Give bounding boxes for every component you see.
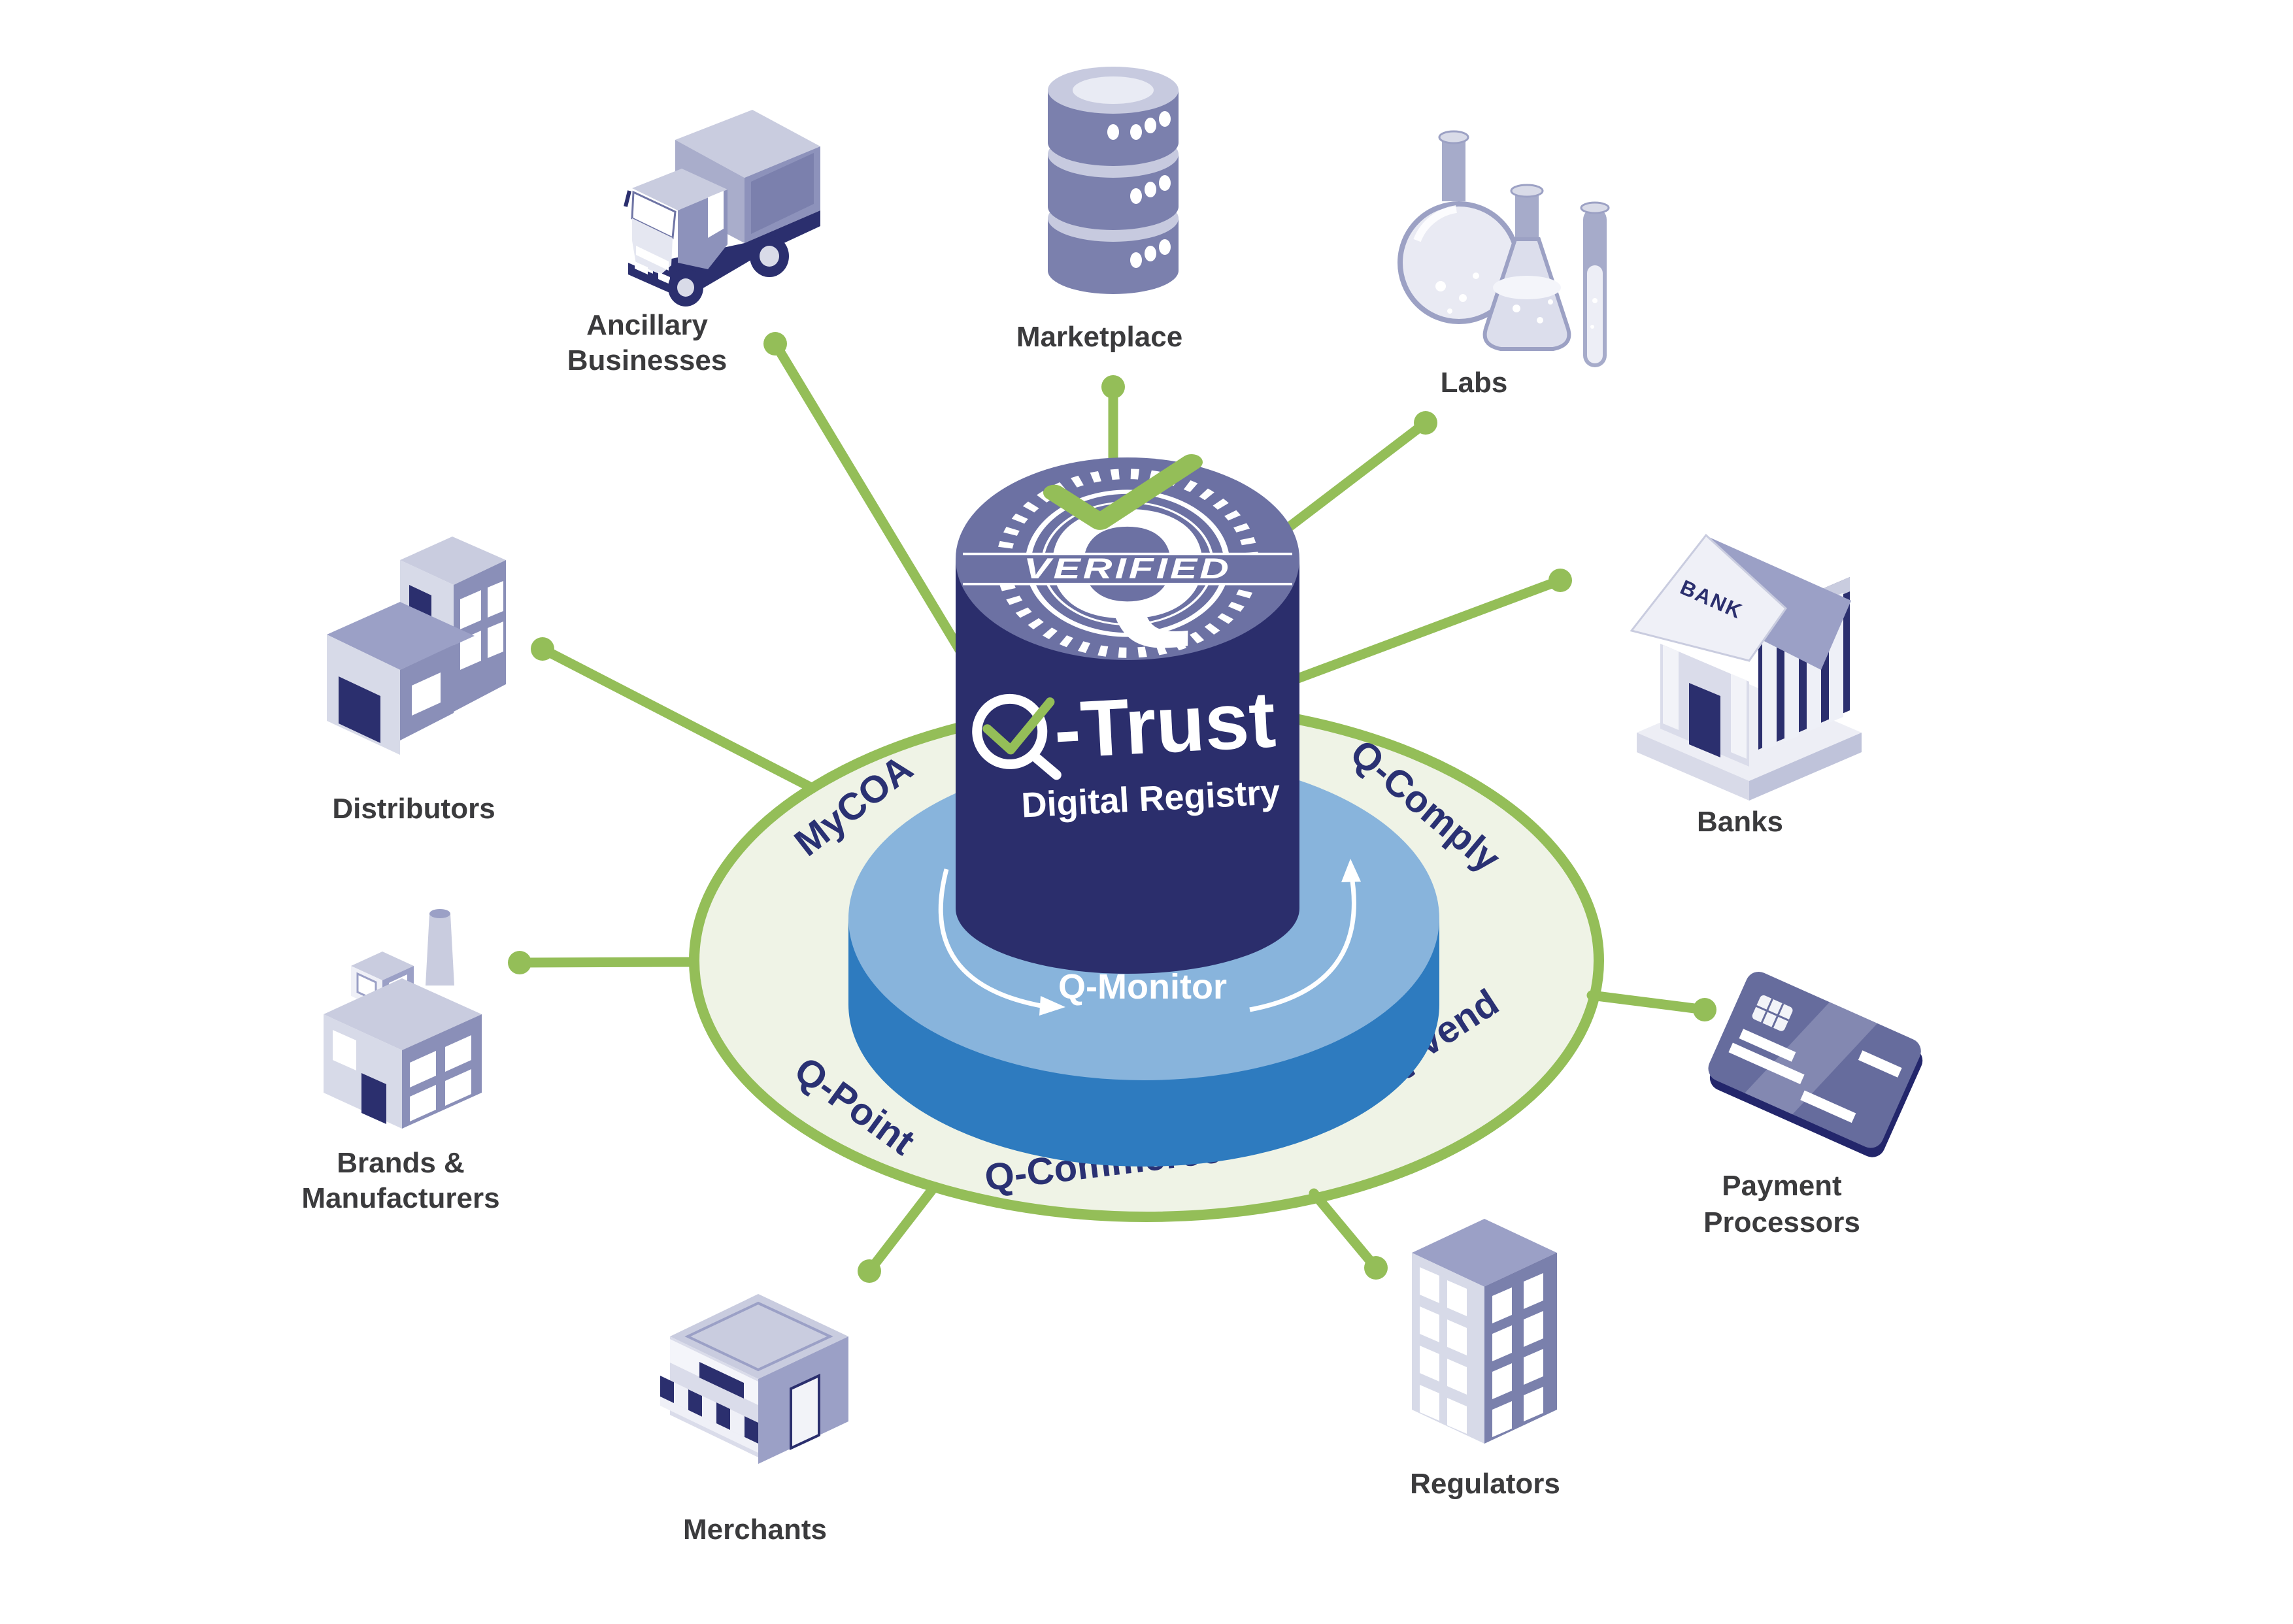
spoke-dot-payment bbox=[1693, 998, 1716, 1021]
logo-q-ring bbox=[972, 693, 1048, 769]
spoke-dots bbox=[508, 332, 1716, 1283]
database-icon bbox=[1048, 67, 1179, 294]
node-label-payment-line1: Payment bbox=[1722, 1170, 1842, 1202]
storefront-icon bbox=[660, 1294, 848, 1464]
logo-check-icon bbox=[982, 697, 1055, 755]
node-label-ancillary-line1: Ancillary bbox=[586, 309, 708, 341]
flow-arc-left bbox=[938, 869, 1045, 1009]
spoke-dot-ancillary bbox=[763, 332, 787, 356]
spoke-merchants bbox=[864, 1183, 939, 1276]
node-label-marketplace: Marketplace bbox=[1016, 321, 1182, 353]
flow-arrowhead-right-icon bbox=[1039, 996, 1065, 1016]
flow-arrowhead-up-icon bbox=[1341, 859, 1361, 882]
platform-label: Q-Monitor bbox=[1058, 967, 1227, 1006]
warehouse-icon bbox=[327, 537, 506, 755]
spoke-dot-labs bbox=[1414, 411, 1437, 435]
logo-suffix: -Trust bbox=[1052, 674, 1278, 775]
spoke-dot-brands bbox=[508, 951, 531, 974]
spoke-distributors bbox=[537, 644, 818, 793]
lab-flasks-icon bbox=[1398, 130, 1610, 367]
node-label-ancillary-line2: Businesses bbox=[567, 344, 728, 376]
office-tower-icon bbox=[1412, 1219, 1557, 1444]
spoke-brands bbox=[514, 957, 699, 968]
platform-flow-arrows bbox=[938, 859, 1361, 1016]
spoke-dot-banks bbox=[1548, 569, 1572, 592]
spoke-regulators bbox=[1309, 1188, 1381, 1273]
node-label-labs: Labs bbox=[1441, 367, 1508, 399]
node-label-brands-line2: Manufacturers bbox=[301, 1182, 499, 1214]
node-label-regulators: Regulators bbox=[1410, 1468, 1560, 1500]
bank-building-icon: BANK bbox=[1630, 533, 1862, 801]
spoke-dot-distributors bbox=[531, 637, 554, 661]
factory-icon bbox=[324, 909, 482, 1129]
delivery-truck-icon bbox=[624, 110, 820, 307]
spoke-payment bbox=[1586, 990, 1710, 1015]
badge-verified-label: VERIFIED bbox=[1024, 552, 1231, 585]
node-label-banks: Banks bbox=[1697, 806, 1783, 838]
node-label-merchants: Merchants bbox=[683, 1514, 827, 1546]
spoke-dot-regulators bbox=[1364, 1256, 1388, 1280]
logo-q-tail bbox=[1028, 750, 1062, 780]
node-label-payment-line2: Processors bbox=[1703, 1206, 1860, 1238]
spoke-dot-merchants bbox=[858, 1259, 881, 1283]
badge-check-icon bbox=[1043, 454, 1203, 530]
spoke-dot-marketplace bbox=[1101, 375, 1125, 399]
badge-banner bbox=[963, 554, 1292, 584]
verified-badge: Q VERIFIED bbox=[963, 454, 1292, 658]
flow-arc-right bbox=[1249, 872, 1356, 1012]
node-label-brands-line1: Brands & bbox=[337, 1147, 465, 1179]
node-label-distributors: Distributors bbox=[332, 793, 495, 825]
credit-card-icon bbox=[1708, 971, 1923, 1157]
